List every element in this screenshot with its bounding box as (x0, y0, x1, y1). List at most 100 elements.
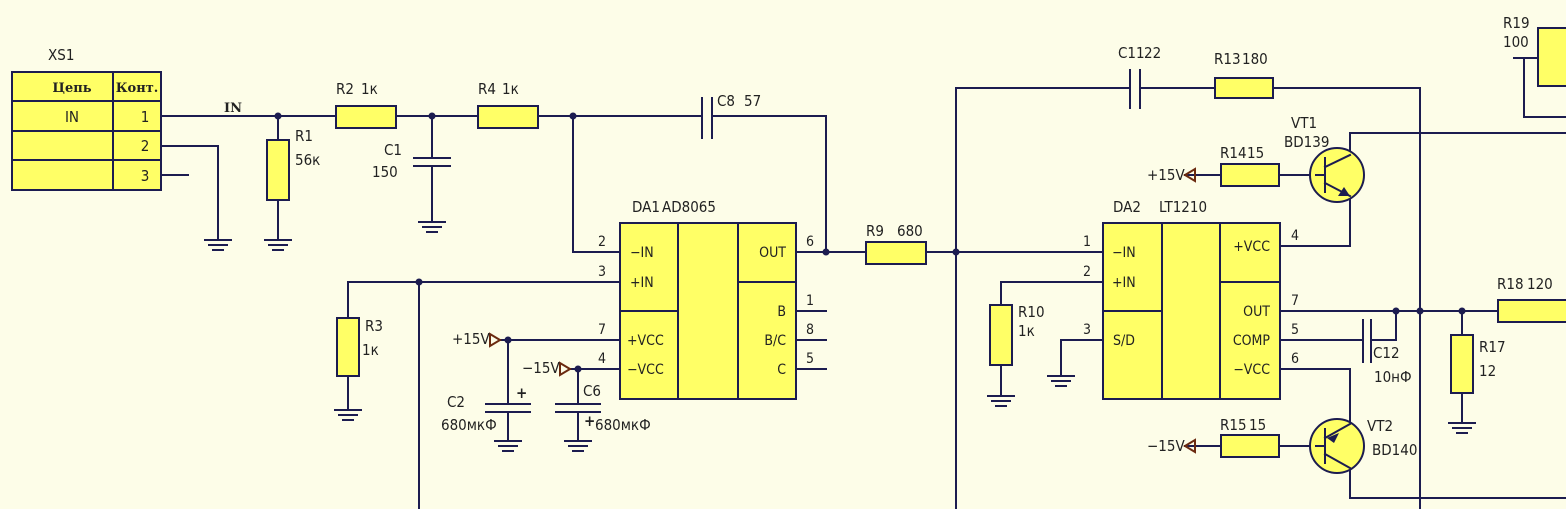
c11-ref: C11 (1118, 44, 1145, 62)
r19-ref: R19 (1503, 14, 1530, 32)
r9-ref: R9 (866, 222, 884, 240)
junctions (274, 112, 1466, 373)
capacitor-c8: C8 57 (701, 92, 761, 139)
c6-value: 680мкФ (595, 416, 651, 434)
da1-pin-bc: B/C (764, 333, 786, 349)
r13-value: 180 (1242, 50, 1268, 68)
da2-pin-vcc: +VCC (1233, 239, 1270, 255)
vt1-type: BD139 (1284, 133, 1329, 151)
da1-num-b: 1 (806, 293, 814, 309)
da1-num-inp: 3 (598, 264, 606, 280)
r2-value: 1к (361, 80, 378, 98)
c8-ref: C8 (717, 92, 735, 110)
r17-value: 12 (1479, 362, 1496, 380)
da2-pin-sd: S/D (1113, 333, 1135, 349)
capacitor-c1: C1 150 (372, 141, 451, 181)
resistor-r9: R9 680 (865, 222, 927, 265)
capacitor-c2: + C2 680мкФ (441, 384, 531, 434)
r9-value: 680 (897, 222, 923, 240)
r14-ref: R14 (1220, 144, 1247, 162)
power-p15-vt1: +15V (1147, 166, 1196, 184)
da2-pin-inm: −IN (1112, 245, 1136, 261)
c8-value: 57 (744, 92, 761, 110)
capacitor-c6: + C6 680мкФ (555, 382, 651, 434)
da1-pin-inp: +IN (630, 275, 654, 291)
c1-value: 150 (372, 163, 398, 181)
power-m15-vt2: −15V (1147, 437, 1196, 455)
r18-value: 120 (1527, 275, 1553, 293)
wires (160, 57, 1566, 509)
resistor-r13: R13 180 (1214, 50, 1274, 99)
c6-ref: C6 (583, 382, 601, 400)
da2-pin-inp: +IN (1112, 275, 1136, 291)
da1-type: AD8065 (662, 198, 716, 216)
resistor-r19: R19 100 (1503, 14, 1566, 87)
da2-pin-out: OUT (1243, 304, 1270, 320)
m15-da1-label: −15V (522, 359, 560, 377)
da1-pin-b: B (777, 304, 786, 320)
da2-pin-vee: −VCC (1233, 362, 1270, 378)
da1-num-bc: 8 (806, 322, 814, 338)
c2-value: 680мкФ (441, 416, 497, 434)
da1-num-vcc: 7 (598, 322, 606, 338)
c2-plus-icon: + (516, 384, 527, 402)
resistor-r4: R4 1к (477, 80, 539, 129)
vt2-ref: VT2 (1367, 417, 1393, 435)
connector-xs1: XS1 Цепь Конт. IN 1 2 3 (11, 46, 162, 191)
da1-pin-c: C (777, 362, 786, 378)
connector-ref: XS1 (48, 46, 74, 64)
da2-num-inp: 2 (1083, 264, 1091, 280)
da2-num-vee: 6 (1291, 351, 1299, 367)
da1-num-c: 5 (806, 351, 814, 367)
c6-plus-icon: + (584, 412, 595, 430)
r4-value: 1к (502, 80, 519, 98)
c11-value: 22 (1144, 44, 1161, 62)
capacitor-c11: C11 22 (1118, 44, 1161, 109)
da1-pin-vee: −VCC (627, 362, 664, 378)
resistor-r2: R2 1к (335, 80, 397, 129)
connector-col-pin: Конт. (116, 81, 159, 96)
r1-value: 56к (295, 151, 320, 169)
m15-vt2-label: −15V (1147, 437, 1185, 455)
da2-num-out: 7 (1291, 293, 1299, 309)
resistor-r3: R3 1к (336, 317, 383, 377)
p15-vt1-label: +15V (1147, 166, 1185, 184)
transistor-vt2: VT2 BD140 (1309, 417, 1417, 474)
da2-type: LT1210 (1159, 198, 1207, 216)
da2-num-vcc: 4 (1291, 228, 1299, 244)
r3-ref: R3 (365, 317, 383, 335)
resistor-r1: R1 56к (266, 127, 320, 201)
r4-ref: R4 (478, 80, 496, 98)
ic-da2: DA2 LT1210 −IN +IN S/D +VCC OUT COMP −VC… (1083, 198, 1299, 400)
connector-net-1: IN (65, 108, 79, 126)
r1-ref: R1 (295, 127, 313, 145)
r10-value: 1к (1018, 322, 1035, 340)
da2-ref: DA2 (1113, 198, 1141, 216)
r2-ref: R2 (336, 80, 354, 98)
power-m15-da1: −15V (522, 359, 572, 377)
da1-ref: DA1 (632, 198, 660, 216)
vt1-ref: VT1 (1291, 114, 1317, 132)
connector-pin-3: 3 (141, 167, 150, 185)
da1-pin-vcc: +VCC (627, 333, 664, 349)
r15-value: 15 (1249, 416, 1266, 434)
da2-num-comp: 5 (1291, 322, 1299, 338)
vt2-type: BD140 (1372, 441, 1417, 459)
r19-value: 100 (1503, 33, 1529, 51)
resistor-r14: R14 15 (1220, 144, 1280, 187)
r18-ref: R18 (1497, 275, 1524, 293)
r17-ref: R17 (1479, 338, 1506, 356)
r15-ref: R15 (1220, 416, 1247, 434)
resistor-r17: R17 12 (1450, 334, 1506, 394)
connector-pin-2: 2 (141, 137, 150, 155)
da1-num-vee: 4 (598, 351, 606, 367)
r14-value: 15 (1247, 144, 1264, 162)
da1-pin-inm: −IN (630, 245, 654, 261)
r10-ref: R10 (1018, 303, 1045, 321)
da1-pin-out: OUT (759, 245, 786, 261)
da2-num-sd: 3 (1083, 322, 1091, 338)
r3-value: 1к (362, 341, 379, 359)
da1-num-inm: 2 (598, 234, 606, 250)
da2-pin-comp: COMP (1233, 333, 1271, 349)
